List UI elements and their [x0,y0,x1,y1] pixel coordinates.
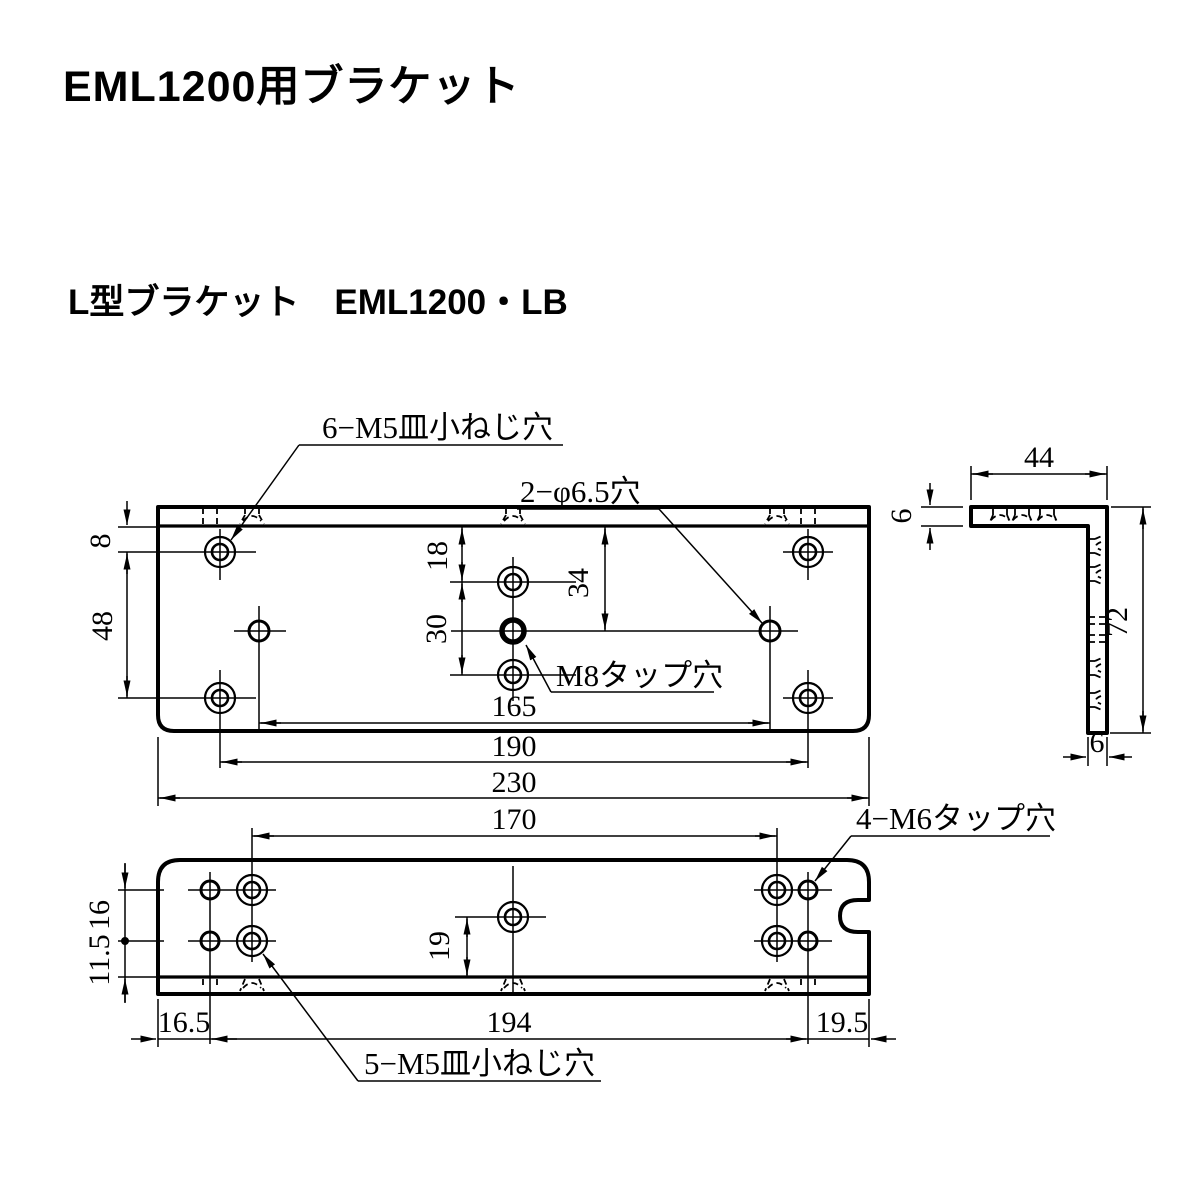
dim-18-label: 18 [421,541,454,571]
dim-30-label: 30 [420,614,453,644]
countersunk-hole-bottom-right [791,681,825,715]
dim-16-label: 16 [83,900,116,930]
dim-195-right-label: 19.5 [816,1006,869,1039]
countersunk-hole-bv-right-lower [760,924,794,958]
dim-48-label: 48 [86,611,119,641]
dim-leg-width: 44 [970,441,1108,500]
dim-230-label: 230 [492,766,537,799]
callout-m8-tap: M8タップ穴 [525,644,723,693]
dim-115-label: 11.5 [83,934,116,985]
phi65-hole-right [758,619,782,643]
countersunk-hole-center-upper [496,565,530,599]
countersunk-hole-bv-right-upper [760,873,794,907]
dim-19-label: 19 [423,931,456,961]
dim-hole1-to-hole2: 30 [420,582,466,675]
callout-m5-countersunk: 6−M5皿小ねじ穴 [230,410,563,541]
hidden-hole-marks-top-strip [202,508,816,525]
bottom-view-outline [156,858,871,996]
dim-edge-to-row1: 8 [84,501,256,553]
callout-m5-bottom: 5−M5皿小ねじ穴 [262,953,601,1082]
m6-tap-hole-right-lower [797,930,819,952]
bottom-view: 170 16 11.5 19 [83,801,1056,1082]
callout-phi65-label: 2−φ6.5穴 [520,474,641,509]
dim-overall-width: 230 [157,737,870,806]
callout-m6-label: 4−M6タップ穴 [856,801,1056,836]
dim-center-offset: 19 [423,917,471,977]
dim-top-thickness: 6 [885,483,963,550]
dim-phi-span: 165 [259,690,770,727]
dim-34-label: 34 [562,568,595,598]
dim-bottom-row: 16.5 194 19.5 [131,999,896,1047]
bottom-view-centerlines [188,828,832,1044]
dim-6-bottom-label: 6 [1090,726,1105,759]
m6-tap-hole-left-upper [199,879,221,901]
callout-m5-top-label: 6−M5皿小ねじ穴 [322,410,553,445]
dim-edge-to-hole1: 18 [421,527,466,582]
countersunk-hole-center-lower [496,658,530,692]
dim-outer-span: 190 [220,730,808,766]
dim-height: 72 [1101,506,1151,734]
callout-m5-bottom-label: 5−M5皿小ねじ穴 [364,1046,595,1081]
dim-165-left-label: 16.5 [158,1006,211,1039]
countersunk-hole-bv-left-upper [235,873,269,907]
dim-194-label: 194 [487,1006,532,1039]
countersunk-hole-top-right [791,535,825,569]
dim-leg-thickness: 6 [1063,726,1132,766]
dim-72-label: 72 [1101,607,1134,637]
page-title: EML1200用ブラケット [63,63,521,111]
callout-phi65: 2−φ6.5穴 [517,474,763,624]
countersunk-hole-bv-left-lower [235,924,269,958]
dim-170-label: 170 [492,803,537,836]
dim-row1-to-row2: 48 [86,552,256,699]
side-view-outline [969,505,1109,735]
dim-csk-span: 170 [252,803,777,840]
top-view-outline [156,505,871,733]
m8-tap-hole [499,617,527,645]
dim-edge-to-midrow: 34 [562,527,609,631]
phi65-hole-left [247,619,271,643]
dim-165-label: 165 [492,690,537,723]
m6-tap-hole-left-lower [199,930,221,952]
dim-6-top-label: 6 [885,509,918,524]
m6-tap-hole-right-upper [797,879,819,901]
hidden-hole-marks-bottom-strip [202,978,816,992]
dim-row-gap-chain: 16 11.5 [83,863,164,1003]
hidden-hole-marks-side [988,509,1106,712]
countersunk-hole-bv-center [496,900,530,934]
dim-8-label: 8 [84,534,117,549]
callout-m8-label: M8タップ穴 [556,658,723,693]
product-subtitle: L型ブラケット EML1200・LB [68,283,568,322]
callout-m6-tap: 4−M6タップ穴 [814,801,1056,882]
side-view: 44 6 72 6 [885,441,1151,766]
dim-44-label: 44 [1024,441,1054,474]
dim-190-label: 190 [492,730,537,763]
top-view: 8 48 18 30 [84,410,871,806]
